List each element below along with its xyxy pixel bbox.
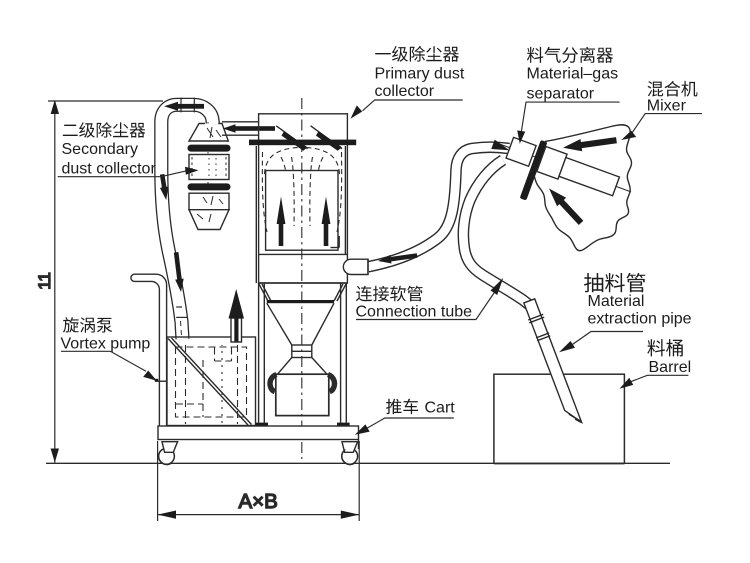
svg-text:Cart: Cart [425,400,456,417]
svg-text:dust collector: dust collector [62,161,157,178]
svg-text:collector: collector [375,83,435,100]
svg-text:Primary dust: Primary dust [375,66,465,83]
svg-text:Material–gas: Material–gas [527,66,619,83]
svg-text:extraction pipe: extraction pipe [588,311,692,328]
svg-text:Vortex pump: Vortex pump [61,336,151,353]
svg-text:Secondary: Secondary [62,141,139,158]
svg-text:Mixer: Mixer [647,98,687,115]
svg-text:A×B: A×B [239,490,278,513]
svg-text:Material: Material [588,293,645,310]
svg-text:separator: separator [527,86,595,103]
svg-text:Barrel: Barrel [649,359,692,376]
svg-text:Connection tube: Connection tube [356,304,473,321]
svg-text:11: 11 [35,272,54,290]
